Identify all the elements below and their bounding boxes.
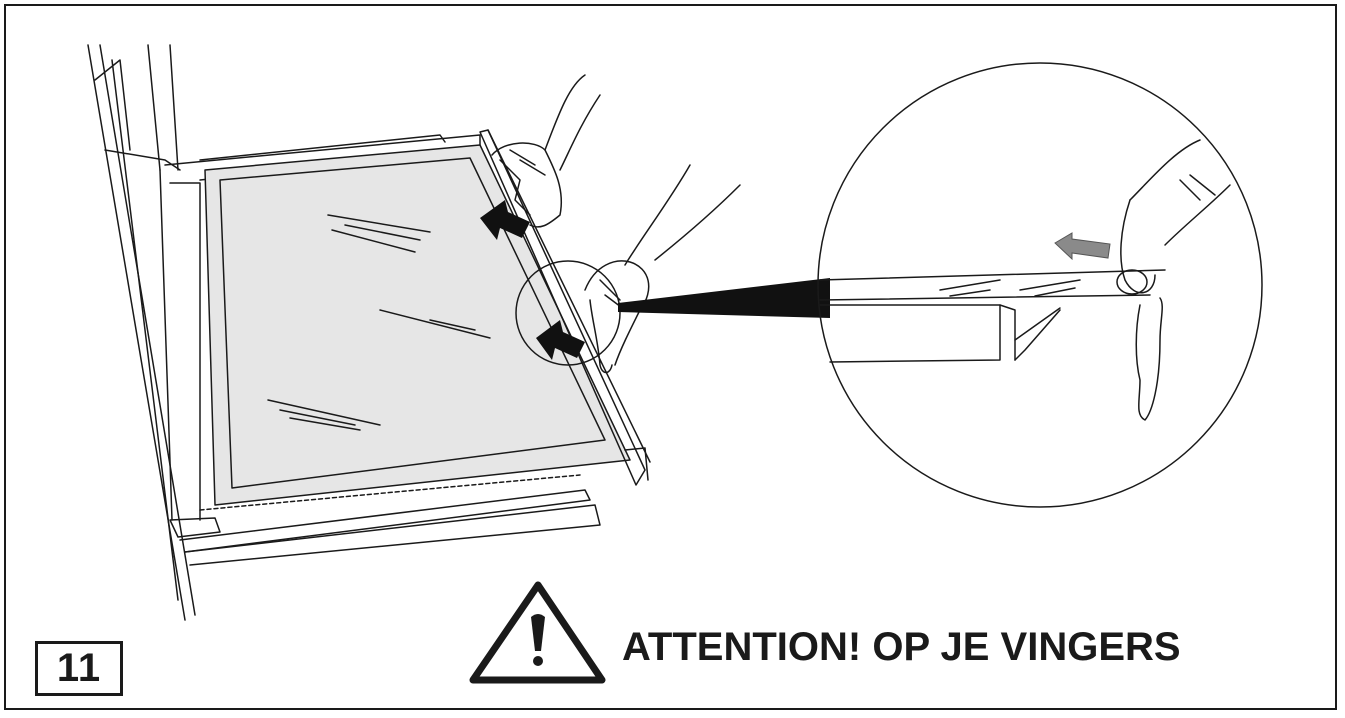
warning-triangle-icon <box>469 581 606 684</box>
step-number: 11 <box>35 641 123 696</box>
hand-top <box>491 74 601 228</box>
push-arrow-upper-icon <box>480 200 530 240</box>
oven-frame <box>87 44 196 621</box>
glass-panel <box>204 144 631 506</box>
detail-view <box>817 62 1263 508</box>
door-profile <box>479 129 651 486</box>
magnifier-small-circle <box>515 260 621 366</box>
slide-arrow-icon <box>1054 232 1111 261</box>
warning-label: ATTENTION! OP JE VINGERS <box>622 625 1181 669</box>
hand-bottom <box>584 164 741 374</box>
magnifier-connector <box>618 278 830 318</box>
push-arrow-lower-icon <box>536 320 585 360</box>
